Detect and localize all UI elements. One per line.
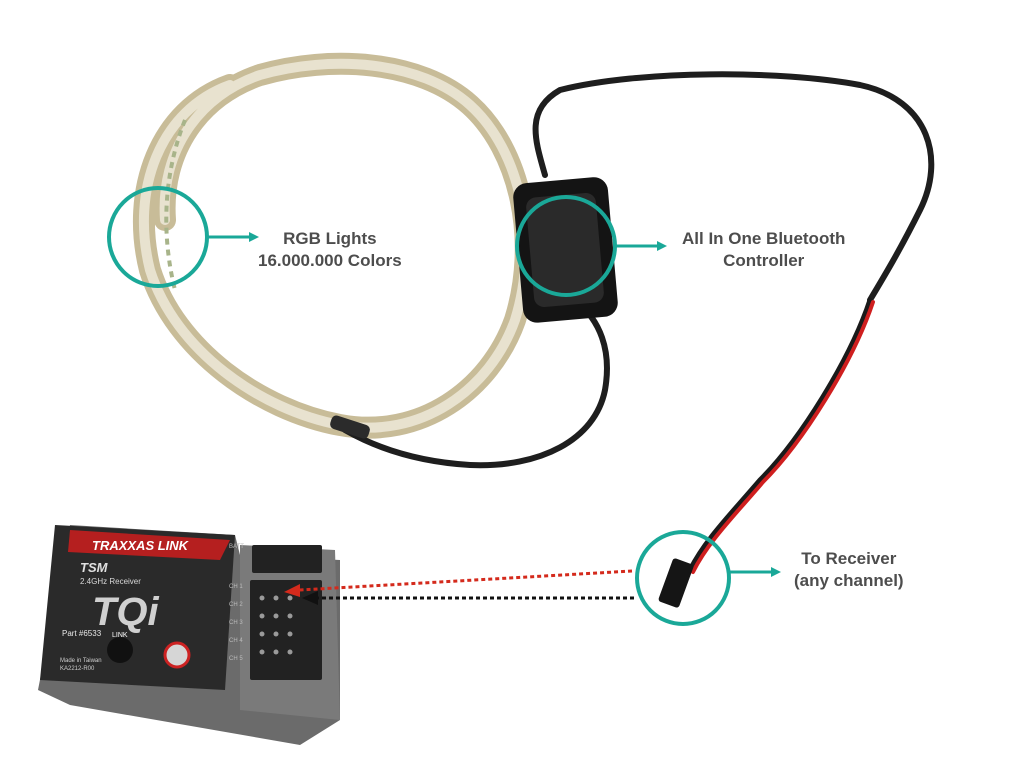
receiver-device: TRAXXAS LINK TSM 2.4GHz Receiver TQi Par… xyxy=(38,525,340,745)
dotted-arrow-black xyxy=(302,591,634,605)
receiver-line2: (any channel) xyxy=(794,571,904,590)
controller-line2: Controller xyxy=(723,251,805,270)
strip-connector xyxy=(330,415,370,439)
receiver-channel-labels: BATT CH 1 CH 2 CH 3 CH 4 CH 5 xyxy=(229,544,244,662)
controller-line1: All In One Bluetooth xyxy=(682,229,846,248)
callout-circle-receiver xyxy=(635,530,731,626)
channel-label: CH 5 xyxy=(229,656,243,662)
led-strip xyxy=(132,52,537,439)
receiver-origin: Made in Taiwan xyxy=(60,658,102,664)
receiver-plug xyxy=(658,558,694,608)
receiver-model: TQi xyxy=(92,590,160,634)
receiver-wire xyxy=(687,297,875,574)
channel-label: CH 2 xyxy=(229,602,243,608)
receiver-code: KA2212-R00 xyxy=(60,666,95,672)
channel-label: CH 1 xyxy=(229,584,243,590)
receiver-link-label: LINK xyxy=(112,632,128,639)
rgb-lights-line2: 16.000.000 Colors xyxy=(258,251,402,270)
link-button xyxy=(107,637,133,663)
receiver-tsm: TSM xyxy=(80,560,109,575)
controller-cable xyxy=(342,71,935,469)
channel-label: CH 4 xyxy=(229,638,243,644)
dotted-arrow-red xyxy=(284,569,633,597)
receiver-line1: To Receiver xyxy=(801,549,897,568)
rgb-lights-label: RGB Lights 16.000.000 Colors xyxy=(258,228,402,272)
receiver-brand: TRAXXAS LINK xyxy=(92,538,190,553)
channel-label: CH 3 xyxy=(229,620,243,626)
rgb-lights-line1: RGB Lights xyxy=(283,229,377,248)
status-led xyxy=(163,641,191,669)
receiver-label: To Receiver (any channel) xyxy=(794,548,904,592)
receiver-freq: 2.4GHz Receiver xyxy=(80,577,141,586)
receiver-part: Part #6533 xyxy=(62,629,102,638)
channel-label: BATT xyxy=(229,544,244,550)
controller-label: All In One Bluetooth Controller xyxy=(682,228,845,272)
